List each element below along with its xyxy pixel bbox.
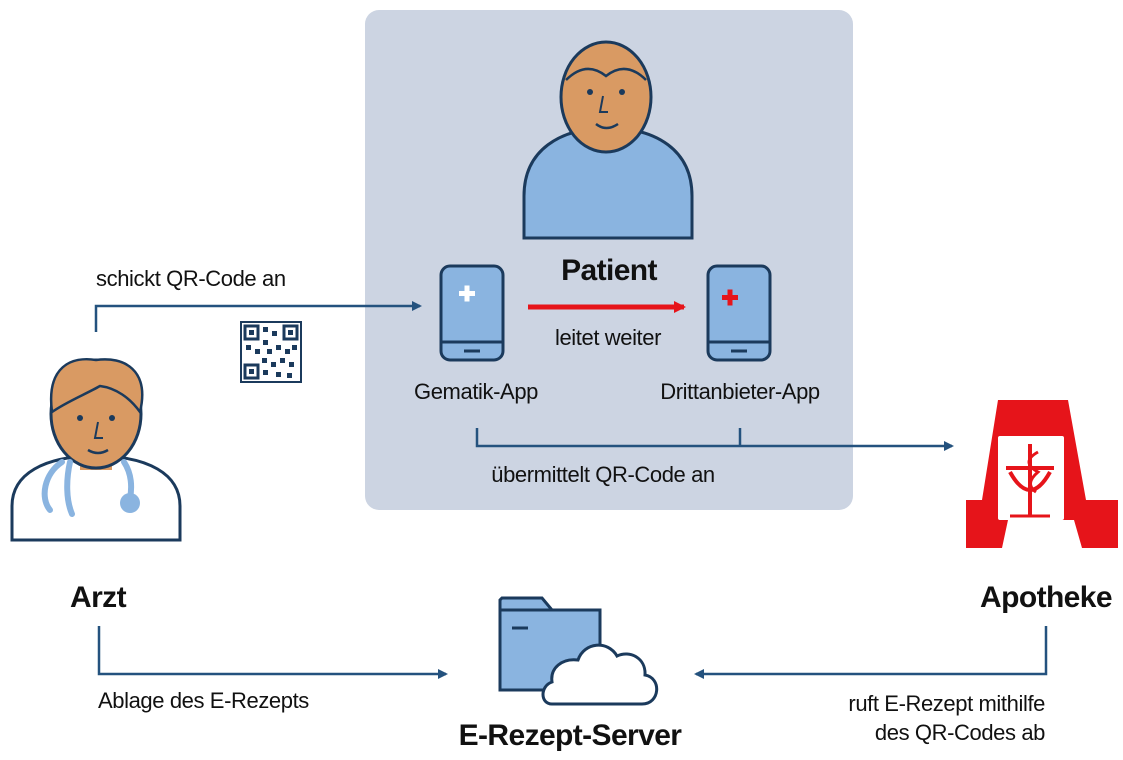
- doctor-to-server-arrow: [97, 626, 448, 679]
- qr-code-icon: [240, 321, 302, 383]
- patient-figure: [522, 40, 694, 240]
- apps-to-pharmacy-arrow: [475, 428, 954, 451]
- gematik-app-label: Gematik-App: [414, 379, 538, 404]
- patient-panel: [365, 10, 853, 510]
- pharmacy-title: Apotheke: [980, 581, 1112, 614]
- server-title: E-Rezept-Server: [458, 719, 682, 752]
- third-party-app-label: Drittanbieter-App: [660, 379, 820, 404]
- doctor-to-app-label: schickt QR-Code an: [96, 266, 286, 291]
- gematik-app-phone-icon: [439, 264, 505, 362]
- patient-title: Patient: [561, 254, 657, 287]
- doctor-figure: [10, 357, 182, 542]
- apps-to-pharmacy-label: übermittelt QR-Code an: [491, 462, 715, 487]
- doctor-to-app-arrow: [94, 301, 422, 332]
- pharmacy-to-server-arrow: [694, 626, 1048, 679]
- doctor-to-server-label: Ablage des E-Rezepts: [98, 688, 309, 713]
- pharmacy-to-server-label: ruft E-Rezept mithilfe des QR-Codes ab: [848, 691, 1045, 745]
- doctor-title: Arzt: [70, 581, 127, 614]
- app-forward-label: leitet weiter: [554, 325, 662, 350]
- third-party-app-phone-icon: [706, 264, 772, 362]
- cloud-folder-icon: [498, 596, 659, 706]
- pharmacy-a-logo: [966, 400, 1118, 548]
